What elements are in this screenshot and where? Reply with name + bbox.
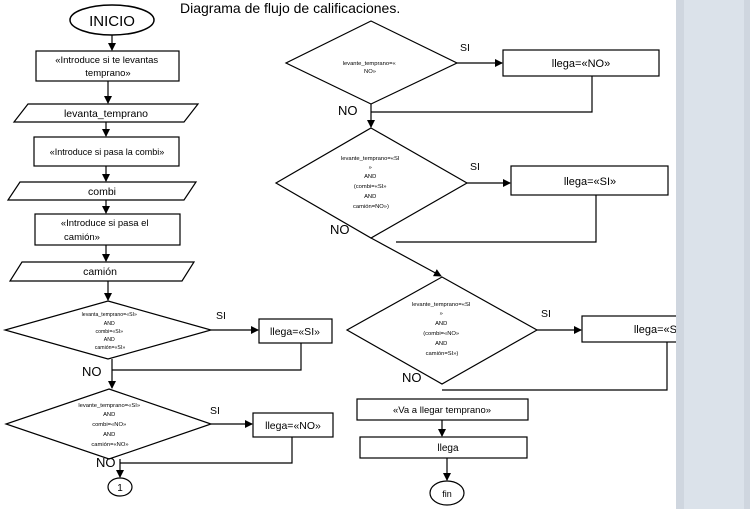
decision-combi-si-line-6: camión=NO») (353, 204, 389, 210)
prompt-levanta-box (35, 50, 180, 82)
decision-levante-no-line-2: NO» (364, 69, 376, 75)
output-box (359, 436, 528, 459)
end-terminal (429, 480, 465, 506)
result-right-llega-no-box (502, 49, 660, 77)
decision-all-si-diamond (2, 300, 214, 360)
input-combi-parallelogram (6, 181, 198, 201)
decision-combi-si-yes-label: SI (470, 161, 480, 173)
input-levanta-text: levanta_temprano (64, 108, 148, 120)
prompt-levanta-line-2: temprano» (85, 68, 130, 79)
decision-combi-camion-no-line-2: AND (103, 412, 115, 418)
side-scrollbar[interactable] (676, 0, 750, 509)
merge-line (120, 437, 293, 464)
result-llega-no-box (252, 412, 334, 438)
prompt-combi-box (33, 136, 180, 167)
decision-combi-si-line-5: AND (364, 194, 376, 200)
decision-all-si-line-4: AND (104, 337, 115, 343)
decision-combi-camion-no-line-5: camión=«NO» (91, 442, 128, 448)
decision-combi-camion-no-line-1: levante_temprano=«SI» (78, 403, 140, 409)
decision-all-si-line-3: combi=«SI» (96, 329, 124, 335)
result-llega-si-box (258, 318, 333, 344)
decision-combi-camion-no-line-4: AND (103, 432, 115, 438)
decision-combi-si-no-label: NO (330, 222, 350, 237)
decision-camion-si-yes-label: SI (541, 308, 551, 320)
decision-camion-si-line-1: levante_temprano=«SI (412, 302, 471, 308)
decision-levante-no-yes-label: SI (460, 42, 470, 54)
decision-camion-si-line-4: (combi=«NO» (423, 331, 459, 337)
decision-all-si-yes-label: SI (216, 310, 226, 322)
output-text: llega (437, 443, 459, 454)
decision-camion-si-diamond (345, 276, 539, 385)
decision-levante-no-text: levante_temprano=« NO» (343, 61, 398, 75)
decision-camion-si-text: levante_temprano=«SI » AND (combi=«NO» A… (412, 302, 472, 357)
input-camion-text: camión (83, 266, 117, 278)
result-right-llega-no-text: llega=«NO» (552, 58, 610, 70)
end-label: fin (442, 489, 452, 499)
decision-all-si-no-label: NO (82, 364, 102, 379)
input-combi-text: combi (88, 186, 116, 198)
result-llega-no-text: llega=«NO» (265, 420, 321, 432)
decision-camion-si-no-label: NO (402, 370, 422, 385)
prompt-camion-text: «Introduce si pasa el camión» (61, 218, 151, 243)
decision-levante-no-line-1: levante_temprano=« (343, 61, 396, 67)
prompt-combi-text: «Introduce si pasa la combi» (50, 147, 165, 157)
decision-combi-camion-no-text: levante_temprano=«SI» AND combi=«NO» AND… (78, 403, 141, 448)
decision-all-si-line-5: camión=«SI» (95, 345, 126, 351)
decision-combi-camion-no-line-3: combi=«NO» (92, 422, 126, 428)
decision-all-si-text: levanta_temprano=«SI» AND combi=«SI» AND… (82, 312, 139, 351)
decision-all-si-line-1: levanta_temprano=«SI» (82, 312, 137, 318)
decision-combi-si-diamond (274, 127, 469, 239)
input-levanta-parallelogram (12, 103, 200, 123)
decision-combi-si-line-2: » (369, 165, 372, 171)
scrollbar-track[interactable] (684, 0, 744, 509)
decision-all-si-line-2: AND (104, 321, 115, 327)
decision-combi-si-line-4: (combi=«SI» (354, 184, 387, 190)
decision-levante-no-no-label: NO (338, 103, 358, 118)
prompt-levanta-line-1: «Introduce si te levantas (55, 55, 158, 66)
decision-combi-camion-no-no-label: NO (96, 455, 116, 470)
result-right-llega-si-2-text: llega=«SI» (634, 324, 686, 336)
start-label: INICIO (89, 13, 135, 30)
decision-camion-si-line-5: AND (435, 341, 447, 347)
decision-combi-si-line-3: AND (364, 174, 376, 180)
result-right-llega-si-box (510, 165, 669, 196)
diagram-title: Diagrama de flujo de calificaciones. (180, 0, 400, 16)
decision-camion-si-line-6: camión=SI») (426, 351, 459, 357)
result-right-llega-si-text: llega=«SI» (564, 176, 616, 188)
merge-line (371, 76, 593, 113)
offpage-connector-label: 1 (117, 483, 123, 494)
decision-combi-si-text: levante_temprano=«SI » AND (combi=«SI» A… (341, 156, 401, 210)
input-camion-parallelogram (8, 261, 196, 282)
result-llega-si-text: llega=«SI» (270, 326, 320, 338)
decision-camion-si-line-2: » (440, 311, 443, 317)
decision-combi-si-line-1: levante_temprano=«SI (341, 156, 400, 162)
merge-line (442, 342, 668, 391)
prompt-levanta-text: «Introduce si te levantas temprano» (55, 55, 161, 79)
decision-combi-camion-no-yes-label: SI (210, 405, 220, 417)
merge-line (112, 343, 302, 371)
offpage-connector (107, 477, 133, 497)
message-text: «Va a llegar temprano» (393, 405, 491, 416)
merge-line (396, 195, 597, 243)
decision-camion-si-line-3: AND (435, 321, 447, 327)
no-arrow (370, 237, 442, 277)
prompt-camion-box (34, 213, 181, 246)
prompt-camion-line-1: «Introduce si pasa el (61, 218, 149, 229)
prompt-camion-line-2: camión» (64, 232, 100, 243)
decision-combi-camion-no-diamond (4, 388, 213, 460)
